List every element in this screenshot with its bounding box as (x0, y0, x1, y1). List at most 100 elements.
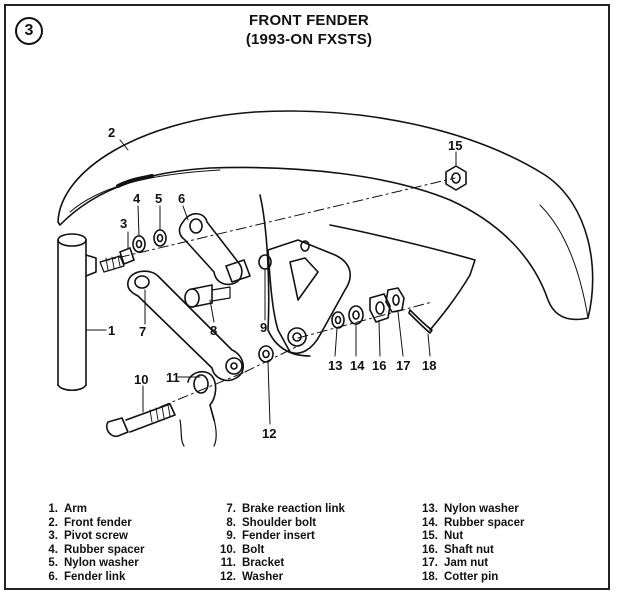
legend-num: 7. (226, 503, 236, 515)
legend-label: Front fender (64, 516, 132, 529)
legend-label: Cotter pin (444, 570, 499, 583)
callout-14: 14 (350, 358, 365, 373)
nylon-washer-left-hole (156, 233, 164, 243)
legend-num: 2. (48, 516, 58, 529)
legend-label: Bolt (242, 543, 265, 556)
washer-insert (300, 240, 310, 252)
legend-item: 2. Front fender (30, 517, 145, 531)
callout-3: 3 (120, 216, 127, 231)
nylon-washer-left (153, 229, 167, 247)
callout-15: 15 (448, 138, 462, 153)
legend-label: Pivot screw (64, 530, 128, 543)
legend-label: Shoulder bolt (242, 516, 317, 529)
legend-item: 14. Rubber spacer (410, 517, 525, 531)
legend-item: 1. Arm (30, 503, 145, 517)
legend-num: 1. (48, 503, 58, 515)
rubber-spacer-left (132, 235, 146, 253)
legend-label: Brake reaction link (242, 503, 345, 515)
bolt (105, 403, 176, 438)
front-fender (57, 110, 594, 357)
callout-1: 1 (108, 323, 115, 338)
legend-num: 3. (48, 530, 58, 543)
callout-16: 16 (372, 358, 386, 373)
figure-title: FRONT FENDER (249, 12, 369, 29)
legend-label: Fender insert (242, 530, 315, 543)
legend-num: 4. (48, 543, 58, 556)
cotter-pin (408, 309, 433, 334)
legend-label: Rubber spacer (444, 516, 525, 529)
legend-column-3: 13.Nylon washer 14.Rubber spacer 15.Nut … (410, 503, 525, 585)
figure-subtitle: (1993-ON FXSTS) (245, 31, 373, 48)
callout-6: 6 (178, 191, 185, 206)
legend-num: 9. (226, 530, 236, 543)
legend-num: 18. (422, 570, 438, 583)
fender-nut (445, 165, 467, 191)
legend-item: 13. Nylon washer (410, 503, 525, 517)
legend-label: Jam nut (444, 557, 489, 570)
legend-num: 6. (48, 570, 58, 583)
legend-num: 15. (422, 530, 438, 543)
legend-item: 11. Bracket (208, 557, 345, 571)
washer-lower-hole (262, 349, 270, 359)
rubber-spacer-right-hole (352, 310, 360, 320)
figure-frame (4, 4, 610, 590)
legend-item: 16.Shaft nut (410, 544, 525, 558)
washer-upper (258, 254, 272, 270)
assembly-centerlines (99, 177, 456, 408)
legend-item: 9. Fender insert (208, 530, 345, 544)
callout-13: 13 (328, 358, 342, 373)
legend-column-2: 7. Brake reaction link 8. Shoulder bolt 9.… (208, 503, 345, 585)
nylon-washer-right-hole (334, 315, 342, 325)
callout-10: 10 (134, 372, 148, 387)
callout-4: 4 (133, 191, 141, 206)
legend-label: Arm (64, 503, 88, 515)
rubber-spacer-left-hole (135, 239, 143, 249)
callout-7: 7 (139, 324, 146, 339)
leader-lines (85, 139, 457, 425)
legend-item: 12.Washer (208, 571, 345, 585)
callout-12: 12 (262, 426, 276, 441)
legend-num: 8. (226, 516, 236, 529)
legend-label: Nylon washer (64, 557, 139, 570)
callout-8: 8 (210, 323, 217, 338)
washer-lower (258, 345, 274, 363)
legend-num: 17. (422, 557, 438, 570)
legend-num: 10. (220, 543, 236, 556)
jam-nut (385, 287, 405, 313)
legend-num: 14. (422, 516, 438, 529)
legend-item: 5. Nylon washer (30, 557, 145, 571)
legend-label: Washer (242, 570, 284, 583)
legend-num: 5. (48, 557, 58, 570)
figure-number-badge: 3 (15, 17, 43, 45)
legend-label: Fender link (64, 570, 126, 583)
brake-reaction-link (127, 270, 244, 382)
shoulder-bolt (184, 284, 231, 308)
legend-label: Bracket (242, 557, 285, 570)
legend-label: Nylon washer (444, 503, 519, 515)
legend-item: 8. Shoulder bolt (208, 517, 345, 531)
legend-item: 3. Pivot screw (30, 530, 145, 544)
bracket (179, 370, 217, 447)
callout-2: 2 (108, 125, 115, 140)
fender-insert (267, 239, 351, 354)
legend-label: Nut (444, 530, 464, 543)
fork-arm (57, 233, 97, 392)
legend-label: Rubber spacer (64, 543, 145, 556)
callout-5: 5 (155, 191, 162, 206)
legend-item: 6. Fender link (30, 571, 145, 585)
legend-num: 11. (220, 557, 236, 570)
callout-18: 18 (422, 358, 436, 373)
legend-item: 4. Rubber spacer (30, 543, 145, 558)
legend-item: 10. Bolt (208, 544, 345, 558)
pivot-screw (99, 247, 135, 273)
legend-num: 13. (422, 503, 438, 515)
legend-item: 18. Cotter pin (410, 571, 525, 585)
legend-item: 17. Jam nut (410, 557, 525, 571)
callout-numbers: 1 2 3 4 5 6 7 8 9 10 11 12 13 14 15 16 1… (108, 125, 462, 441)
callout-17: 17 (396, 358, 410, 373)
legend-item: 7. Brake reaction link (208, 503, 345, 517)
legend-item: 15. Nut (410, 530, 525, 544)
callout-11: 11 (166, 370, 180, 385)
legend-column-1: 1. Arm 2. Front fender 3. Pivot screw 4. Rub… (30, 503, 145, 585)
